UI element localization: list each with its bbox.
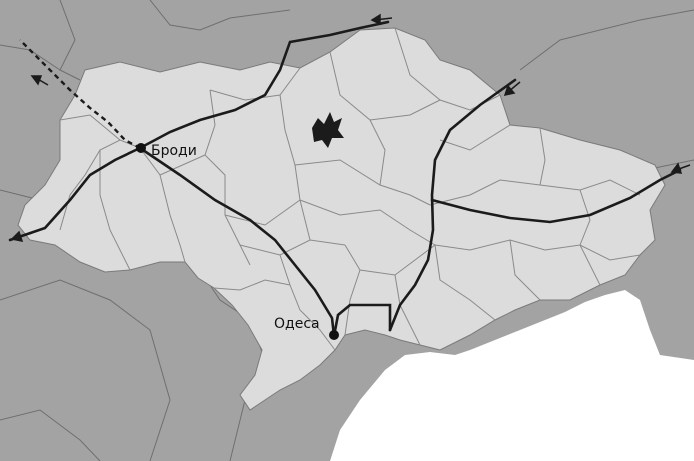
city-dot	[329, 330, 339, 340]
azov-sea	[480, 330, 610, 390]
city-brody[interactable]: Броди	[136, 143, 197, 159]
pipeline-west	[8, 146, 142, 242]
flow-arrows	[10, 13, 691, 242]
arrow-icon	[30, 75, 49, 86]
city-label-odesa: Одеса	[274, 316, 320, 332]
pipeline-east-lower	[430, 168, 682, 224]
pipelines	[8, 20, 682, 338]
pipeline-north	[138, 20, 390, 150]
city-label-brody: Броди	[151, 143, 197, 159]
city-odesa[interactable]: Одеса	[274, 316, 339, 340]
region-borders	[59, 27, 641, 351]
pipeline-east-upper	[388, 78, 517, 332]
city-dot	[136, 143, 146, 153]
kyiv-region	[312, 112, 344, 148]
pipeline-odesa-branch	[332, 303, 392, 338]
arrow-icon	[503, 81, 521, 97]
arrow-icon	[670, 162, 691, 174]
arrow-icon	[370, 13, 393, 26]
pipeline-brody-odesa	[138, 146, 336, 338]
pipeline-planned-dashed	[19, 39, 141, 150]
arrow-icon	[10, 230, 33, 242]
